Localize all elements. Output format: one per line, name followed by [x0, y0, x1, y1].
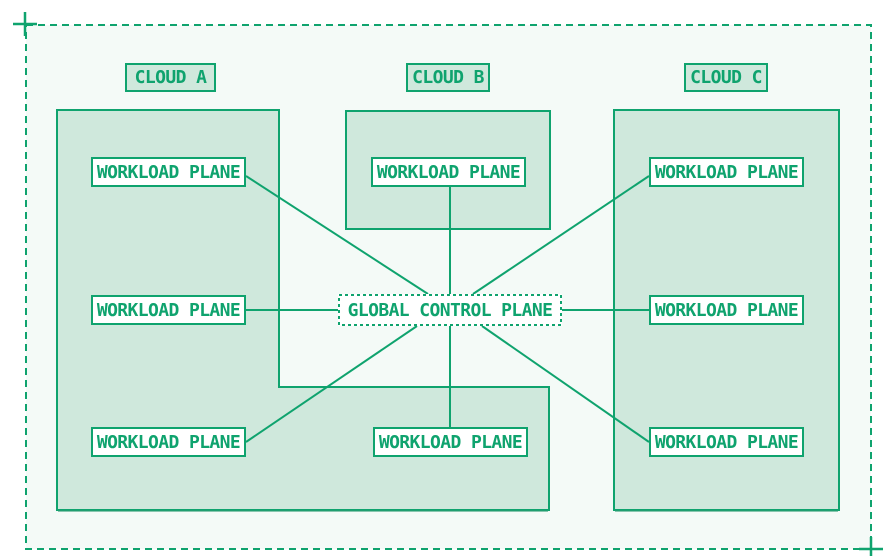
connector-c-bottom	[481, 325, 650, 443]
connector-c-top	[472, 175, 650, 295]
workload-plane-c-bottom: WORKLOAD PLANE	[649, 427, 804, 457]
workload-plane-bottom-center: WORKLOAD PLANE	[373, 427, 528, 457]
cloud-a-label: CLOUD A	[125, 63, 216, 92]
connector-a-bottom	[245, 325, 418, 443]
workload-plane-a-bottom: WORKLOAD PLANE	[91, 427, 246, 457]
global-control-plane: GLOBAL CONTROL PLANE	[338, 294, 562, 326]
workload-plane-a-top: WORKLOAD PLANE	[91, 157, 246, 187]
cloud-c-label: CLOUD C	[684, 63, 768, 92]
workload-plane-b-center: WORKLOAD PLANE	[371, 157, 526, 187]
workload-plane-c-middle: WORKLOAD PLANE	[649, 295, 804, 325]
connector-a-top	[245, 175, 429, 295]
connectors	[245, 175, 650, 443]
workload-plane-c-top: WORKLOAD PLANE	[649, 157, 804, 187]
cloud-b-label: CLOUD B	[406, 63, 490, 92]
workload-plane-a-middle: WORKLOAD PLANE	[91, 295, 246, 325]
crosshair-top-left-icon	[13, 12, 37, 36]
cloud-a-region	[56, 109, 550, 511]
crosshair-bottom-right-icon	[859, 537, 883, 556]
